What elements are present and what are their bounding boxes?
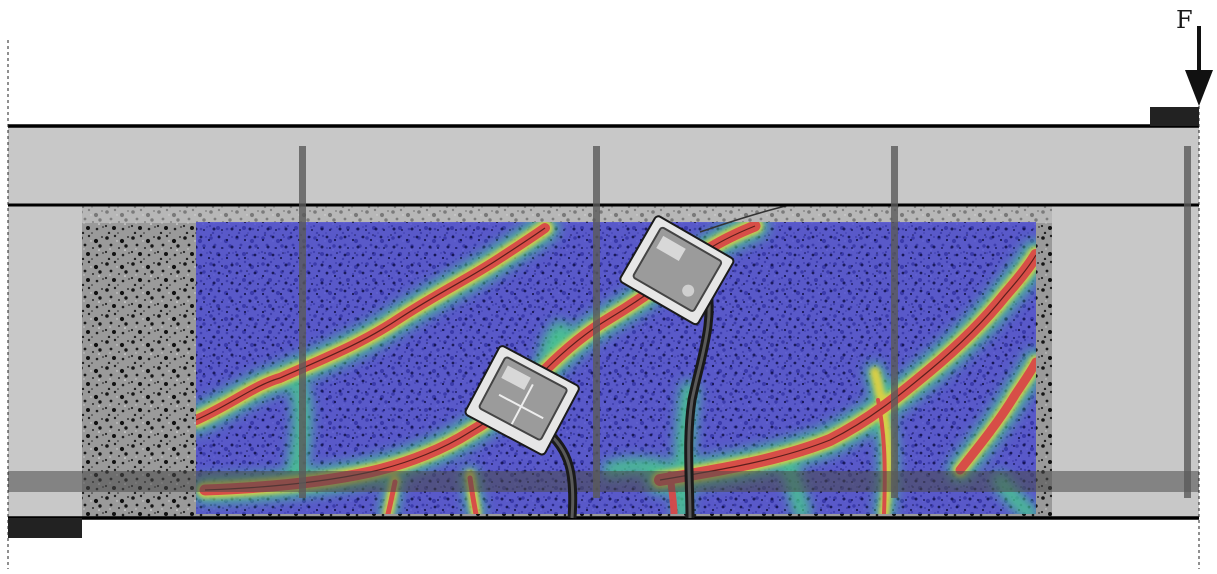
stirrup-4 (1184, 146, 1191, 498)
speckle-edge-shade (82, 205, 1052, 223)
stirrups (299, 146, 1191, 498)
dic-strain-overlay (196, 222, 1036, 514)
support-block (8, 518, 82, 538)
force-label: F (1176, 6, 1193, 34)
stirrup-3 (891, 146, 898, 498)
arrow-down-icon (1185, 26, 1213, 106)
surface-crack (699, 204, 791, 233)
stirrup-2 (593, 146, 600, 498)
sensor-2 (619, 215, 735, 519)
longitudinal-rebar (8, 471, 1199, 492)
crack-4 (955, 357, 1036, 475)
load-plate (1150, 107, 1199, 126)
stirrup-1 (299, 146, 306, 498)
sensor-1 (464, 345, 580, 519)
